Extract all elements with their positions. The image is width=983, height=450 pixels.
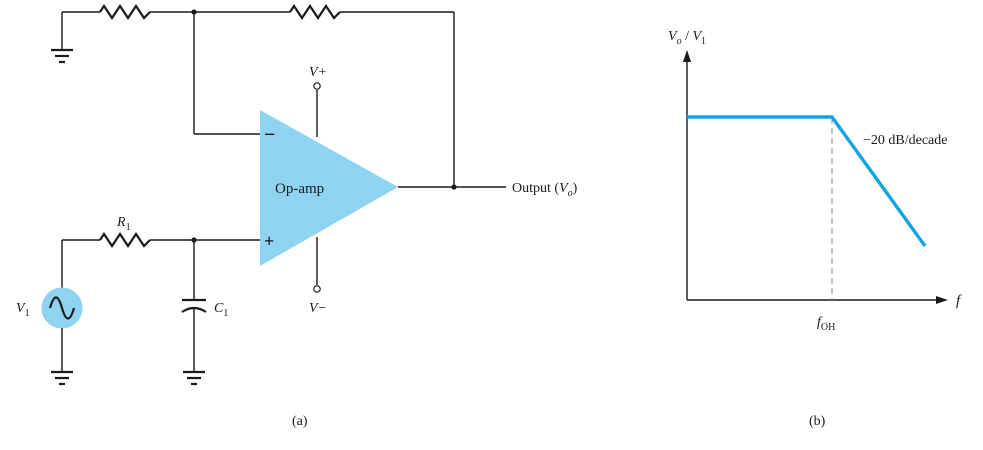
cutoff-label: fOH [817,315,835,333]
x-axis-label: f [956,293,962,309]
y-axis-arrow-icon [683,50,691,62]
output-label: Output (Vo) [512,181,578,199]
circuit-diagram: − + Op-amp V+ V− Output (Vo) R1 C1 [16,4,578,429]
vplus-label: V+ [309,65,327,80]
opamp-triangle [260,110,398,266]
slope-label: −20 dB/decade [863,133,947,148]
ground-symbol-top [51,48,73,64]
vminus-label: V− [309,301,327,316]
inverting-sign: − [264,124,275,146]
frequency-response-plot: Vo / V1 f fOH −20 dB/decade (b) [668,29,962,429]
caption-a: (a) [292,414,308,429]
vplus-terminal [313,82,321,90]
resistor-feedback [289,4,341,20]
caption-b: (b) [809,414,826,429]
v1-label: V1 [16,301,30,319]
response-curve [687,115,927,247]
resistor-top-left [99,4,151,20]
resistor-r1 [99,232,151,248]
vminus-terminal [313,285,321,293]
c1-label: C1 [214,301,228,319]
opamp-label: Op-amp [275,181,324,197]
noninverting-sign: + [264,231,274,251]
ground-symbol-source [51,370,73,386]
y-axis-label: Vo / V1 [668,29,706,47]
ground-symbol-cap [183,370,205,386]
x-axis-arrow-icon [936,296,948,304]
r1-label: R1 [116,215,131,233]
junction-output [451,184,457,190]
sine-wave-icon [48,296,76,320]
